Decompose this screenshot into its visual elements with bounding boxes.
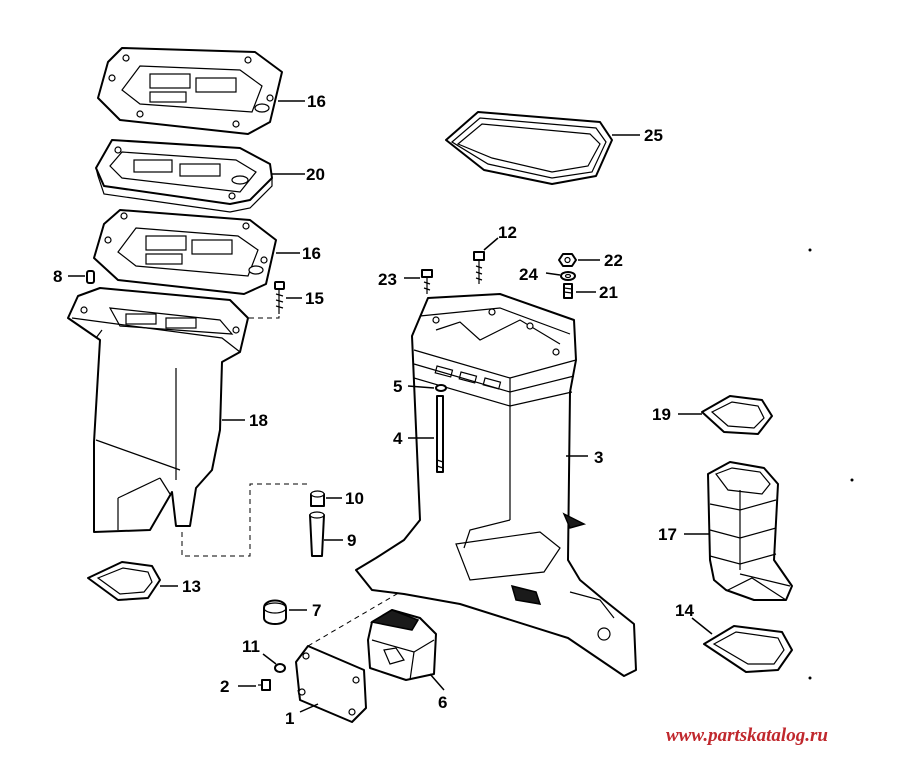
callout-21: 21	[599, 283, 618, 302]
dash-1	[307, 549, 473, 647]
cap-7	[263, 599, 287, 625]
dash-15	[240, 316, 280, 319]
callout-25: 25	[644, 126, 663, 145]
dot-mark	[808, 248, 812, 252]
callout-15: 15	[305, 289, 324, 308]
dot-mark	[808, 676, 812, 680]
callout-12: 12	[498, 223, 517, 242]
callout-22: 22	[604, 251, 623, 270]
bolt-12	[473, 251, 485, 284]
callout-9: 9	[347, 531, 356, 550]
exhaust-housing-18	[67, 287, 249, 533]
washer-24	[560, 271, 576, 281]
callout-8: 8	[53, 267, 62, 286]
callout-16-top: 16	[307, 92, 326, 111]
callout-11: 11	[242, 637, 260, 656]
callout-7: 7	[312, 601, 321, 620]
seal-13	[87, 561, 161, 601]
leader-11	[262, 653, 277, 665]
plate-20	[95, 139, 273, 213]
tube-9	[309, 511, 325, 557]
gasket-16-lower	[93, 209, 277, 295]
stud-4	[436, 395, 444, 473]
stud-21	[563, 283, 573, 299]
nut-22	[558, 253, 577, 267]
washer-11	[274, 663, 286, 673]
callout-3: 3	[594, 448, 603, 467]
callout-5: 5	[393, 377, 402, 396]
callout-23: 23	[378, 270, 397, 289]
callout-20: 20	[306, 165, 325, 184]
washer-5	[435, 384, 447, 392]
dowel-pin-8	[86, 270, 95, 284]
screw-2	[258, 679, 271, 691]
callout-16-lower: 16	[302, 244, 321, 263]
screw-15	[274, 281, 285, 314]
callout-6: 6	[438, 693, 447, 712]
cover-plate-1	[295, 645, 367, 723]
bolt-23	[421, 269, 433, 294]
leader-24	[545, 272, 561, 276]
mount-6	[367, 609, 437, 681]
seal-19	[701, 395, 773, 435]
leader-5	[407, 385, 435, 389]
driveshaft-housing-3	[355, 293, 637, 677]
callout-18: 18	[249, 411, 268, 430]
leader-12	[483, 237, 499, 251]
seal-14	[703, 625, 793, 673]
callout-14: 14	[675, 601, 694, 620]
leader-14	[691, 617, 713, 635]
watermark-text: www.partskatalog.ru	[666, 725, 828, 746]
leader-6	[429, 673, 445, 691]
dot-mark	[850, 478, 854, 482]
callout-13: 13	[182, 577, 201, 596]
gasket-ring-25	[445, 111, 613, 185]
callout-2: 2	[220, 677, 229, 696]
leader-1	[299, 703, 319, 713]
callout-10: 10	[345, 489, 364, 508]
callout-4: 4	[393, 429, 403, 448]
dash-9-10	[181, 483, 310, 557]
exhaust-seal-17	[707, 461, 793, 601]
gasket-16-top	[97, 47, 283, 135]
callout-17: 17	[658, 525, 677, 544]
grommet-10	[310, 490, 325, 507]
callout-19: 19	[652, 405, 671, 424]
callout-1: 1	[285, 709, 294, 728]
callout-24: 24	[519, 265, 538, 284]
